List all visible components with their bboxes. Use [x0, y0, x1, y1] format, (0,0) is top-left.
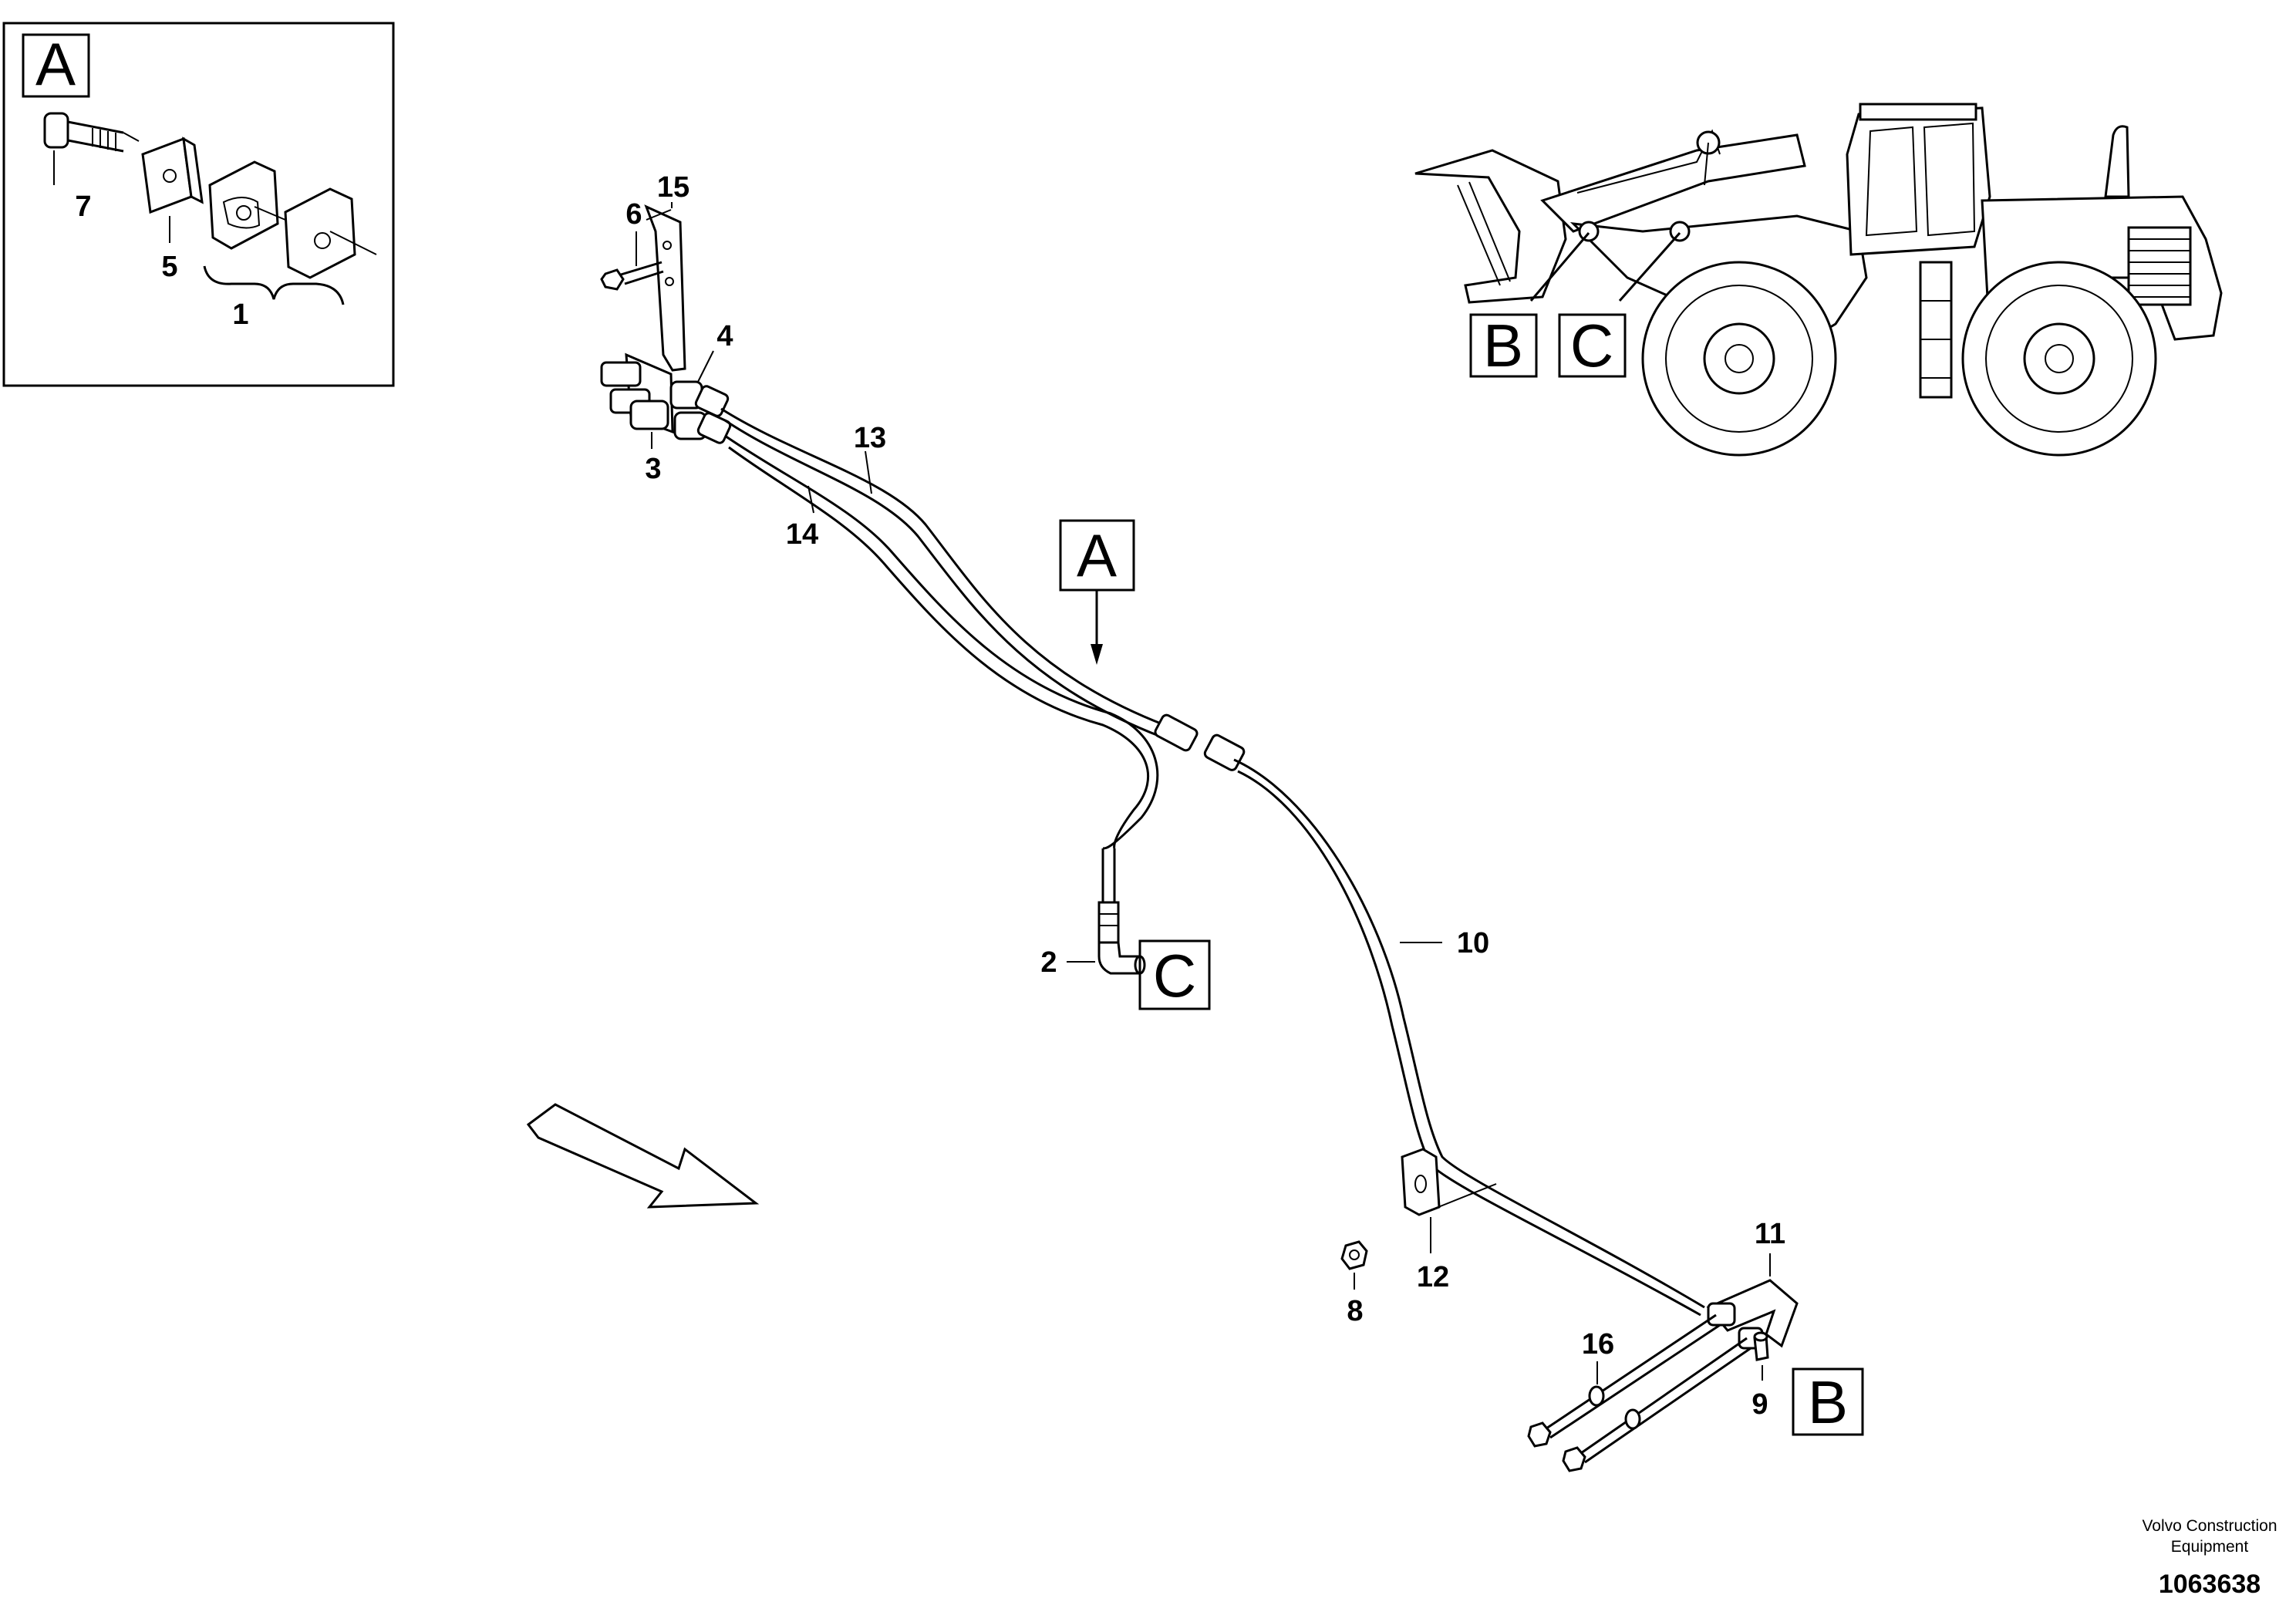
machine-marker-c-label: C: [1570, 312, 1613, 379]
brand-line-1: Volvo Construction: [2142, 1517, 2277, 1535]
washer-icon: [141, 137, 204, 243]
callout-9: 9: [1752, 1388, 1768, 1421]
bolt-icon: [600, 261, 664, 291]
callout-11: 11: [1755, 1218, 1785, 1250]
nipple-icon: [600, 361, 732, 444]
elbow-fitting-icon: [1097, 941, 1146, 975]
view-marker-a-label: A: [1077, 521, 1117, 589]
machine-marker-b-label: B: [1483, 312, 1523, 379]
direction-arrow-icon: [526, 1103, 760, 1209]
bolt-icon: [1753, 1331, 1769, 1361]
callout-12: 12: [1417, 1261, 1449, 1293]
detail-label: A: [35, 30, 76, 98]
callout-15: 15: [657, 171, 689, 204]
document-number: 1063638: [2159, 1570, 2261, 1599]
view-pointer-a: [1091, 644, 1103, 665]
view-marker-c-label: C: [1153, 942, 1196, 1010]
detail-view-a: A 7 5: [2, 22, 395, 387]
callout-4: 4: [716, 320, 733, 352]
callout-3: 3: [645, 453, 661, 485]
callout-5: 5: [161, 251, 177, 283]
washer-icon: [1588, 1385, 1641, 1430]
detail-frame: [2, 22, 395, 387]
machine-marker-b: [1469, 313, 1538, 378]
brand-line-2: Equipment: [2171, 1538, 2249, 1556]
callout-10: 10: [1457, 927, 1489, 959]
detail-label-box: [22, 33, 90, 98]
group-brace: [203, 265, 345, 305]
bolt-icon: [43, 112, 140, 185]
callout-7: 7: [75, 191, 91, 223]
callout-13: 13: [854, 422, 886, 454]
hose-to-c: [1097, 848, 1120, 944]
bolt-icon: [1527, 1313, 1752, 1472]
nipple-icon: [1154, 713, 1246, 771]
view-marker-b: [1792, 1367, 1864, 1436]
callout-1: 1: [232, 298, 248, 331]
callout-14: 14: [786, 518, 818, 551]
mounting-plate: [1706, 1279, 1799, 1350]
nut-icon: [1340, 1240, 1368, 1270]
callout-6: 6: [625, 198, 642, 231]
view-marker-c: [1138, 939, 1211, 1010]
clamp-icon: [208, 160, 377, 279]
callout-16: 16: [1582, 1328, 1614, 1361]
machine-marker-c: [1558, 313, 1627, 378]
view-marker-b-label: B: [1808, 1368, 1848, 1436]
hose-10: [1233, 758, 1705, 1317]
callout-2: 2: [1040, 946, 1057, 979]
callout-8: 8: [1347, 1295, 1363, 1327]
wheel-loader-icon: [1414, 103, 2223, 457]
clamp-icon: [1401, 1148, 1441, 1216]
hose-13-14: [720, 407, 1165, 850]
